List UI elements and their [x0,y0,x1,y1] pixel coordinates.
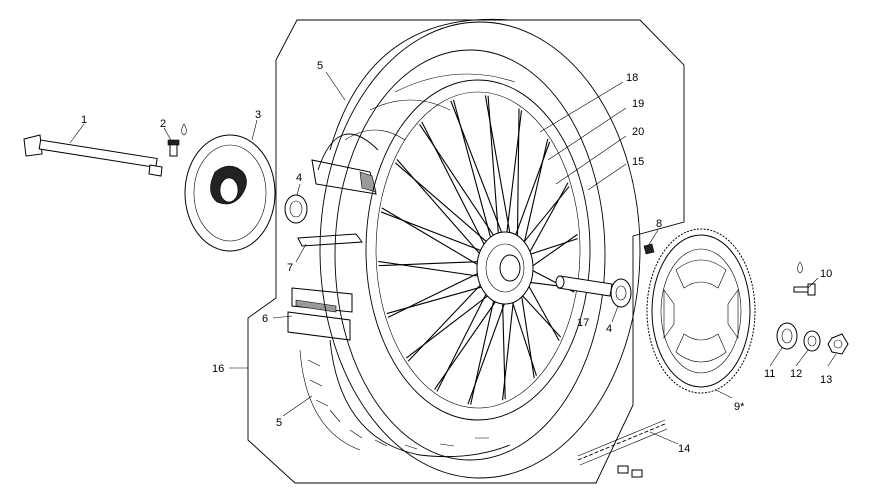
spacer-upper [311,159,377,195]
group-boundary-outline [247,19,685,484]
spoke [470,285,498,405]
callout-1: 1 [81,114,87,126]
bearing-right [610,278,632,308]
callout-11: 11 [764,368,775,380]
spoke [519,138,549,262]
callout-8: 8 [656,218,662,230]
callout-14: 14 [678,443,690,455]
bearing-left [284,194,308,224]
locknut [827,333,849,355]
callout-20: 20 [632,126,644,138]
callout-9: 9* [734,401,745,413]
spoke [387,267,490,318]
spoke [450,100,509,249]
callout-15: 15 [632,156,644,168]
disc-screw [167,139,180,157]
leader-lines [69,71,837,445]
callout-18: 18 [626,72,638,84]
brake-disc [184,134,276,252]
spoke [394,162,498,252]
seal-flap [297,233,363,247]
spoke [378,260,492,279]
bushing [776,322,798,350]
spokes [378,95,578,405]
sprocket-bolt [793,283,816,296]
callout-3: 3 [255,109,261,121]
spoke [407,274,491,362]
spoke [516,108,520,256]
washer [803,330,821,352]
callout-7: 7 [287,262,293,274]
spoke [380,211,493,256]
callout-17: 17 [577,317,589,329]
callout-2: 2 [160,118,166,130]
callout-labels: 1 2 3 4 5 6 7 5 16 18 19 20 15 17 4 8 9*… [81,60,832,455]
callout-13: 13 [820,374,832,386]
spoke [419,123,503,249]
threadlock-drop-icon-2 [797,261,803,274]
wheel-hub [476,231,534,305]
callout-19: 19 [632,98,644,110]
callout-5-bottom: 5 [276,417,282,429]
spoke [501,287,506,400]
spoke [378,260,490,267]
threadlock-drop-icon [181,123,187,136]
callout-4-left: 4 [296,172,302,184]
spoke [405,286,500,359]
spacer-lower [287,287,353,341]
callout-16: 16 [212,363,224,375]
callout-6: 6 [262,313,268,325]
rim [365,79,591,421]
spoke [484,95,514,251]
spoke [436,280,494,392]
nut-small [643,243,655,255]
callout-5-top: 5 [317,60,323,72]
callout-12: 12 [790,368,802,380]
sprocket [646,228,756,394]
wheel-spindle [23,134,163,177]
drive-chain [577,419,668,478]
spoke [381,207,490,272]
tyre [299,18,641,479]
callout-10: 10 [820,268,832,280]
spacer-tube [555,275,613,297]
callout-4-right: 4 [606,323,612,335]
